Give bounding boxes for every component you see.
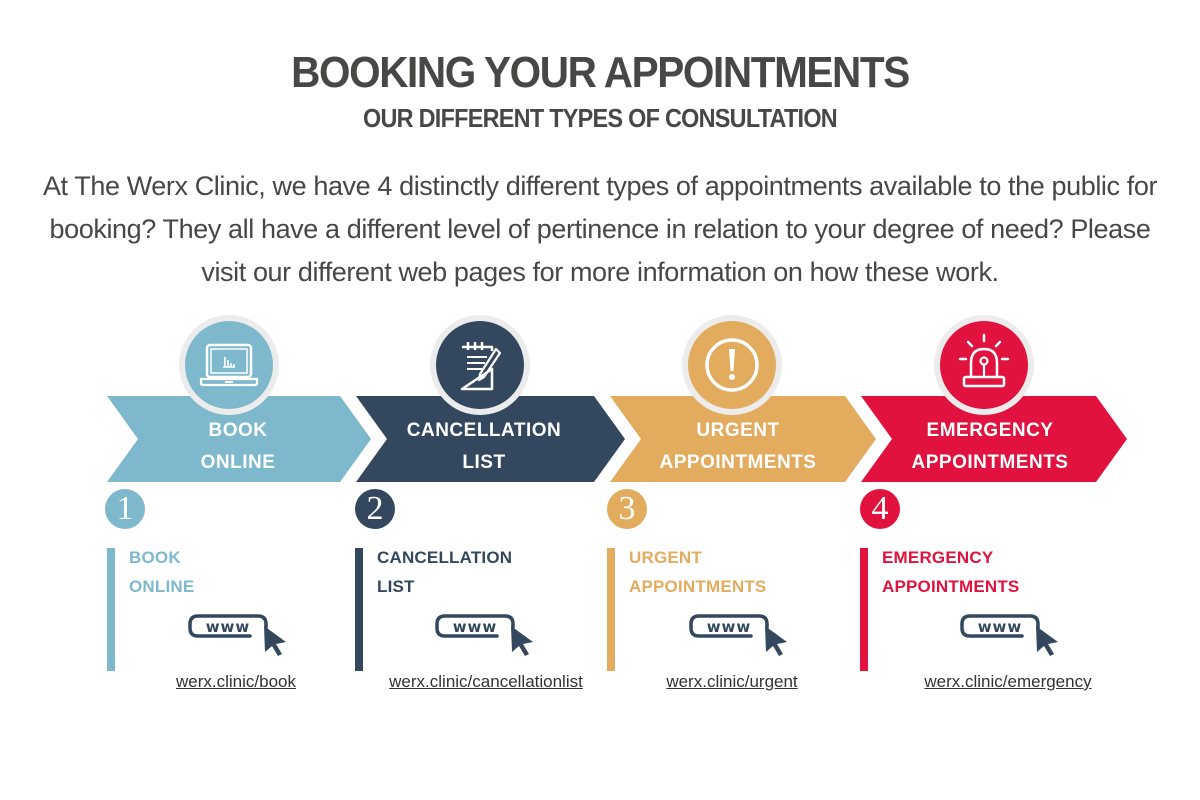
step-number-badge: 2 bbox=[355, 489, 395, 529]
card-title-line: CANCELLATION bbox=[377, 548, 513, 567]
step-number-badge: 3 bbox=[607, 489, 647, 529]
intro-paragraph: At The Werx Clinic, we have 4 distinctly… bbox=[42, 171, 1158, 287]
link-emergency[interactable]: werx.clinic/emergency bbox=[924, 672, 1092, 691]
www-cursor-icon: www bbox=[188, 614, 286, 656]
step-number-badge: 1 bbox=[105, 489, 145, 529]
arrow-label-emergency: EMERGENCY APPOINTMENTS bbox=[890, 415, 1090, 479]
svg-text:www: www bbox=[978, 618, 1023, 636]
arrow-label-line: EMERGENCY bbox=[926, 420, 1054, 441]
arrow-urgent bbox=[610, 396, 876, 482]
card-title-emergency: EMERGENCY APPOINTMENTS bbox=[882, 543, 1019, 601]
card-title-line: LIST bbox=[377, 577, 415, 596]
www-cursor-icon: www bbox=[960, 614, 1058, 656]
www-cursor-icon: www bbox=[435, 614, 533, 656]
arrow-label-line: URGENT bbox=[696, 420, 780, 441]
card-title-cancellation-list: CANCELLATION LIST bbox=[377, 543, 512, 601]
arrow-label-book-online: BOOK ONLINE bbox=[138, 415, 338, 479]
card-title-book-online: BOOK ONLINE bbox=[129, 543, 194, 601]
www-cursor-icon: www bbox=[689, 614, 787, 656]
link-urgent[interactable]: werx.clinic/urgent bbox=[666, 672, 798, 691]
accent-bar bbox=[860, 548, 868, 671]
arrow-emergency bbox=[861, 396, 1127, 482]
svg-text:www: www bbox=[206, 618, 251, 636]
step-number-badge: 4 bbox=[860, 489, 900, 529]
accent-bar bbox=[107, 548, 115, 671]
arrow-label-line: ONLINE bbox=[200, 452, 276, 473]
laptop-chart-icon bbox=[199, 343, 259, 387]
exclamation-circle-icon bbox=[705, 338, 759, 392]
card-title-line: APPOINTMENTS bbox=[882, 577, 1020, 596]
arrow-label-line: LIST bbox=[462, 452, 506, 473]
siren-light-icon bbox=[958, 333, 1010, 388]
page-subtitle: OUR DIFFERENT TYPES OF CONSULTATION bbox=[362, 103, 838, 133]
card-title-line: EMERGENCY bbox=[882, 548, 994, 567]
accent-bar bbox=[355, 548, 363, 671]
arrow-cancellation-list bbox=[356, 396, 625, 482]
icon-circle-book-online bbox=[179, 315, 279, 415]
arrow-label-cancellation-list: CANCELLATION LIST bbox=[384, 415, 584, 479]
page-title: BOOKING YOUR APPOINTMENTS bbox=[291, 48, 910, 97]
card-title-urgent: URGENT APPOINTMENTS bbox=[629, 543, 766, 601]
card-title-line: ONLINE bbox=[129, 577, 195, 596]
arrow-book-online bbox=[107, 396, 371, 482]
arrow-label-line: BOOK bbox=[208, 420, 268, 441]
arrow-label-line: CANCELLATION bbox=[406, 420, 562, 441]
card-title-line: URGENT bbox=[629, 548, 702, 567]
notepad-pencil-icon bbox=[460, 342, 502, 391]
svg-text:www: www bbox=[453, 618, 498, 636]
arrow-label-line: APPOINTMENTS bbox=[659, 452, 817, 473]
accent-bar bbox=[607, 548, 615, 671]
arrow-label-urgent: URGENT APPOINTMENTS bbox=[638, 415, 838, 479]
link-book-online[interactable]: werx.clinic/book bbox=[176, 672, 296, 691]
icon-circle-emergency bbox=[934, 315, 1034, 415]
icon-circle-urgent bbox=[682, 315, 782, 415]
arrow-label-line: APPOINTMENTS bbox=[911, 452, 1069, 473]
svg-text:www: www bbox=[707, 618, 752, 636]
card-title-line: BOOK bbox=[129, 548, 181, 567]
icon-circle-cancellation-list bbox=[430, 315, 530, 415]
link-cancellation-list[interactable]: werx.clinic/cancellationlist bbox=[389, 672, 583, 691]
card-title-line: APPOINTMENTS bbox=[629, 577, 767, 596]
